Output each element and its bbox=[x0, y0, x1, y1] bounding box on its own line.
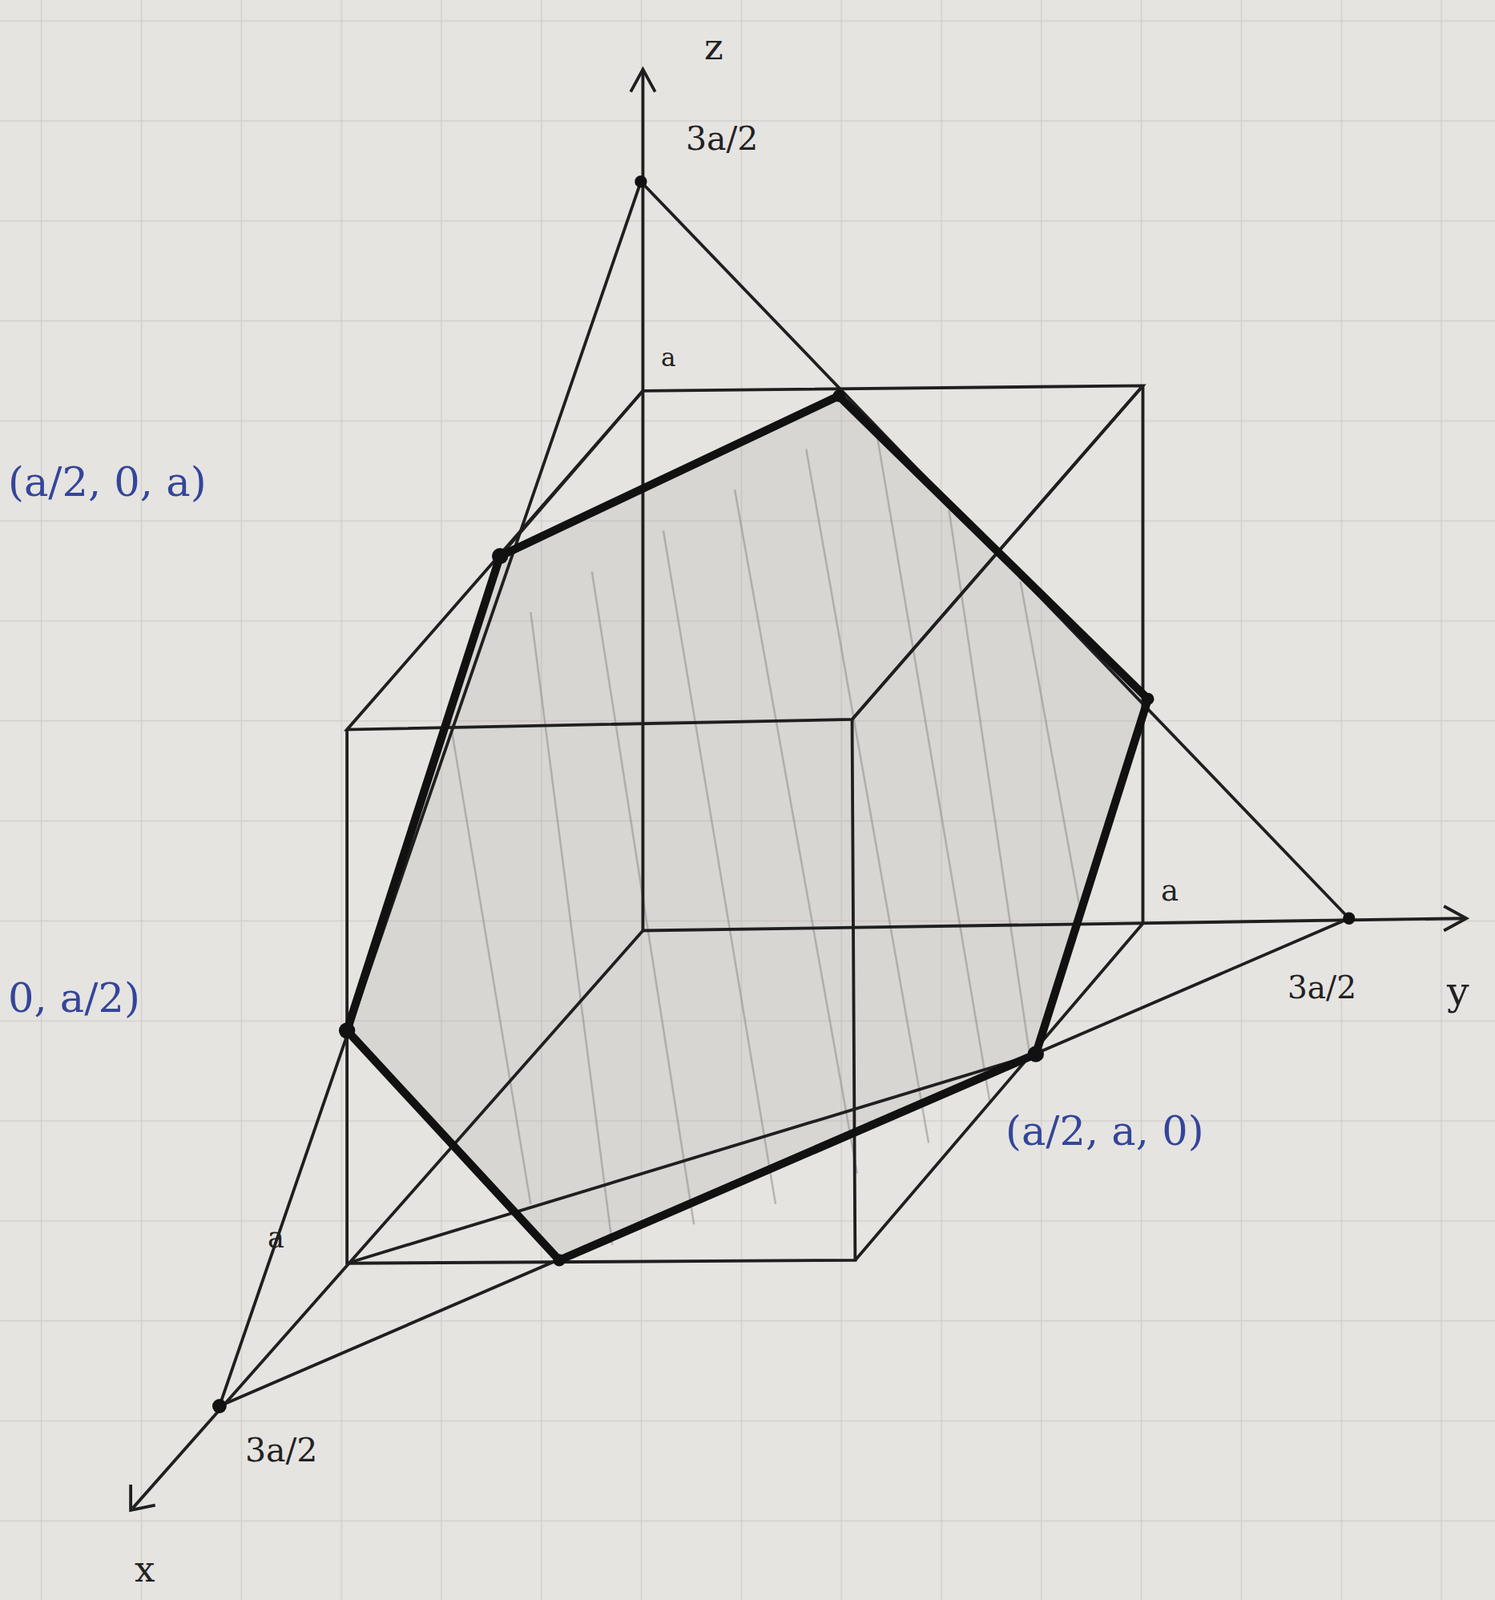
hatching bbox=[448, 439, 1082, 1246]
point-coordinate: 0, a/2) bbox=[8, 977, 141, 1019]
axis-value: a bbox=[267, 1224, 285, 1253]
axis-value: 3a/2 bbox=[245, 1434, 318, 1467]
cube-and-axes bbox=[130, 69, 1467, 1511]
axis-value: 3a/2 bbox=[685, 122, 758, 156]
axis-name: y bbox=[1446, 971, 1470, 1012]
axis-value: a bbox=[1160, 875, 1179, 906]
points bbox=[212, 175, 1355, 1414]
axis-name: z bbox=[704, 28, 724, 65]
axis-value: 3a/2 bbox=[1287, 971, 1357, 1004]
point-coordinate: (a/2, 0, a) bbox=[8, 461, 207, 503]
axis-value: a bbox=[660, 345, 676, 371]
point-coordinate: (a/2, a, 0) bbox=[1005, 1110, 1205, 1152]
axis-name: x bbox=[134, 1551, 155, 1588]
